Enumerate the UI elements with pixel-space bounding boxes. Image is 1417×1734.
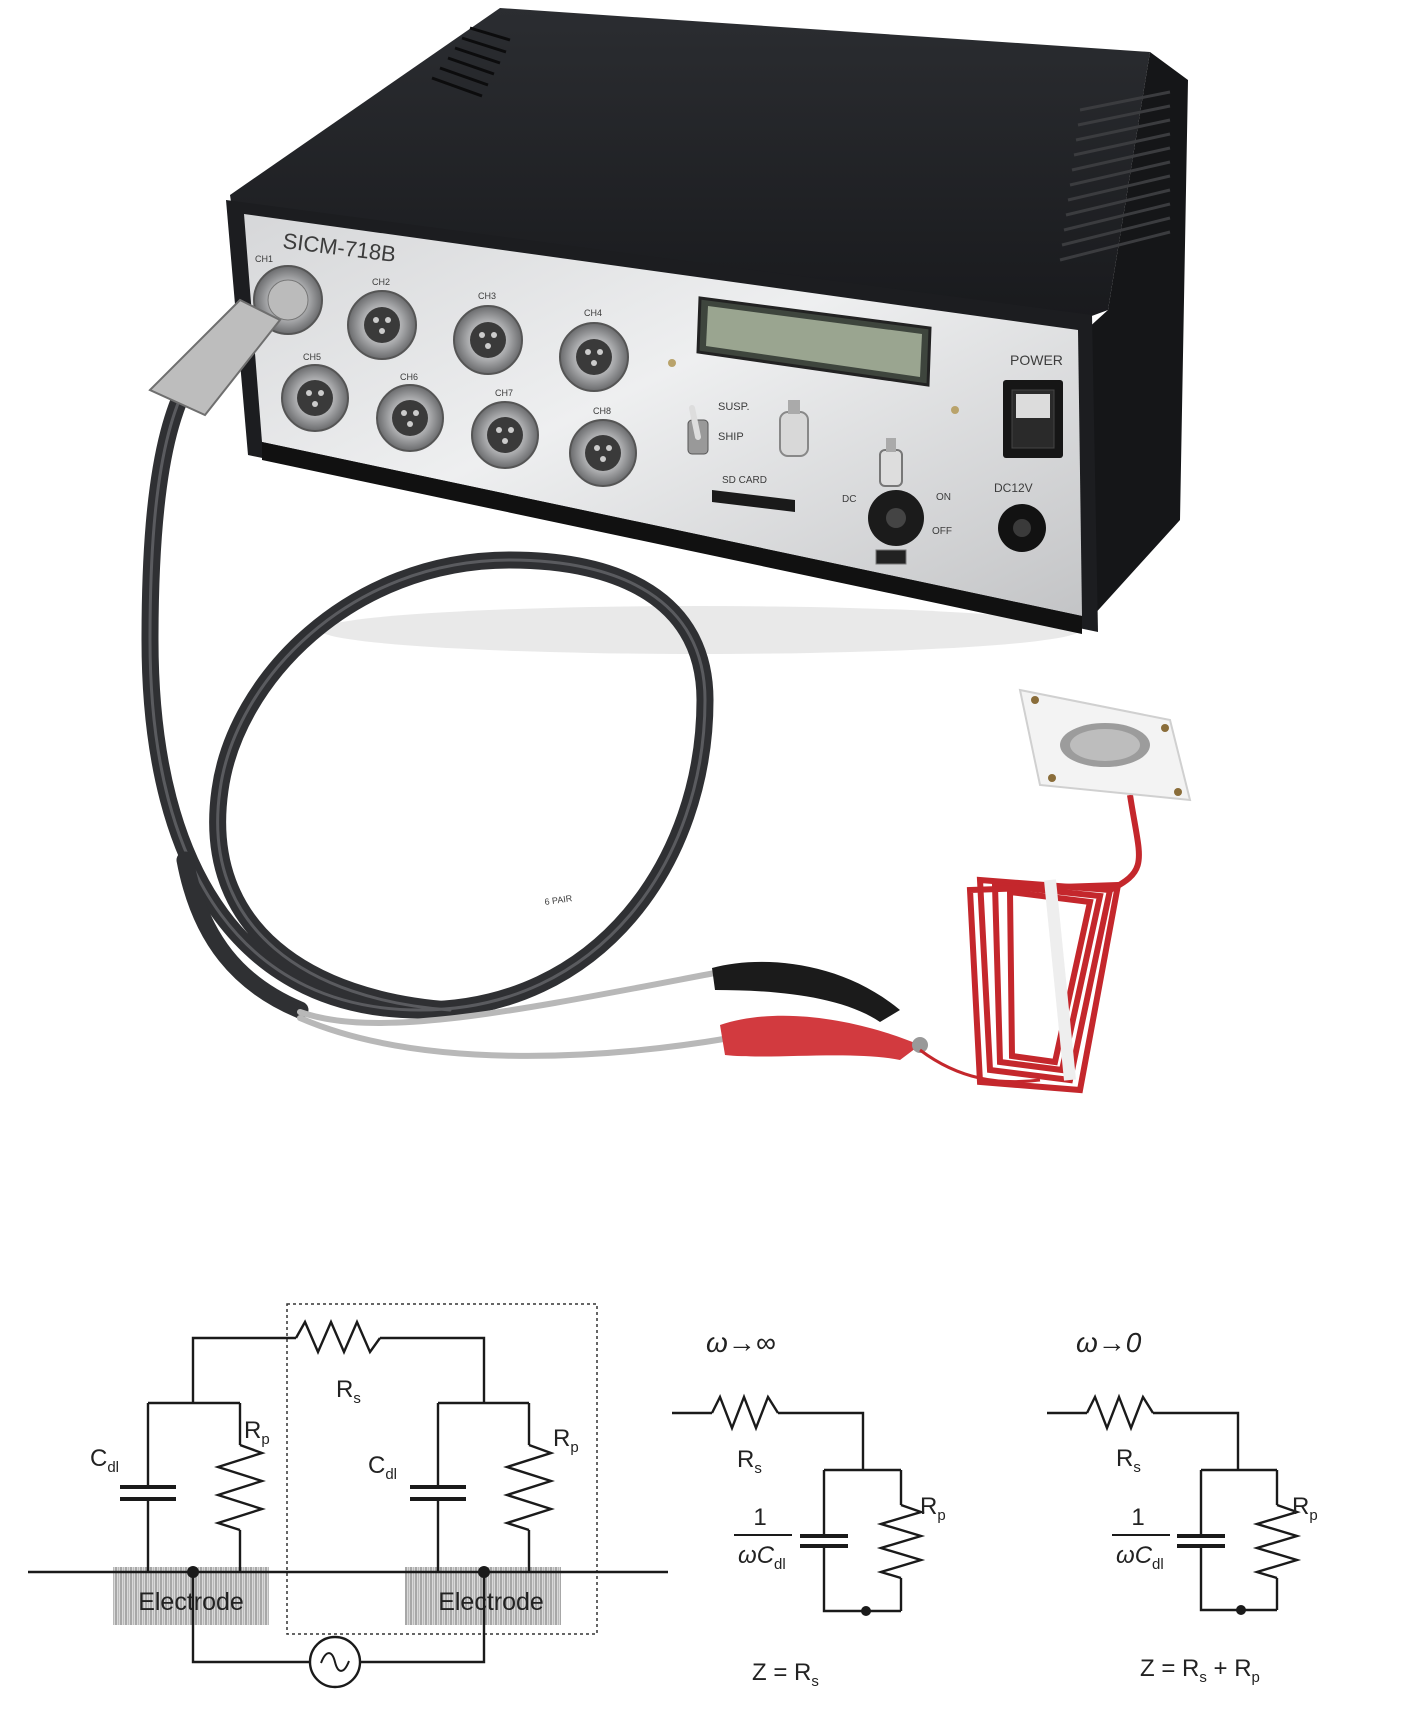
power-label: POWER	[1010, 352, 1063, 368]
junction-dot	[1236, 1605, 1246, 1615]
black-alligator-clip	[712, 961, 900, 1022]
impedance-equation: Z = Rs	[752, 1659, 819, 1690]
enclosure-side	[1075, 52, 1188, 628]
dc-label: DC	[842, 494, 856, 505]
connector-ch3	[453, 305, 523, 375]
resistor-rs	[1085, 1393, 1155, 1432]
circuit-high-frequency: ω→∞ Rs Rp 1 ωCdl Z = Rs	[672, 1327, 946, 1690]
sensor-chip	[1018, 688, 1192, 802]
rp-left-label: Rp	[244, 1417, 270, 1448]
cable-print: 6 PAIR	[544, 893, 573, 907]
power-rocker-switch	[1003, 380, 1063, 458]
sd-card-slot	[712, 490, 795, 512]
connector-ch2	[347, 290, 417, 360]
led-indicator	[668, 359, 676, 367]
vent-slots-right	[1059, 90, 1171, 262]
channel-label: CH8	[593, 406, 611, 416]
electrode-left-label: Electrode	[138, 1588, 244, 1616]
rp-right-label: Rp	[553, 1425, 579, 1456]
rs-label: Rs	[737, 1446, 762, 1477]
cdl-right-label: Cdl	[368, 1452, 397, 1483]
cdl-left-label: Cdl	[90, 1445, 119, 1476]
cable-connector-boot	[148, 298, 282, 417]
resistor-rp	[1252, 1503, 1302, 1580]
channel-label: CH4	[584, 308, 602, 318]
channel-label: CH3	[478, 291, 496, 301]
channel-label: CH2	[372, 277, 390, 287]
ac-source-wave	[320, 1652, 350, 1672]
rs-label: Rs	[336, 1376, 361, 1407]
junction-dot	[861, 1606, 871, 1616]
resistor-rs	[710, 1393, 780, 1432]
switch-label-susp: SUSP.	[718, 401, 750, 413]
channel-label: CH1	[255, 254, 273, 264]
resistor-rp-left	[214, 1443, 266, 1532]
mode-toggle-switch	[687, 405, 709, 455]
electrode-right-label: Electrode	[438, 1588, 544, 1616]
resistor-rp-right	[503, 1443, 555, 1532]
frac-denominator: ωCdl	[738, 1542, 786, 1573]
led-indicator	[951, 406, 959, 414]
dc12v-jack	[998, 504, 1046, 552]
off-label: OFF	[932, 526, 952, 537]
vent-slots-left	[431, 26, 511, 98]
red-alligator-clip	[720, 1015, 920, 1060]
connector-ch8	[569, 419, 637, 487]
frac-numerator: 1	[753, 1504, 766, 1531]
power-toggle-switch	[879, 438, 903, 487]
high-freq-title: ω→∞	[706, 1327, 776, 1358]
connector-ch5	[281, 364, 349, 432]
sd-card-label: SD CARD	[722, 475, 767, 486]
rs-label: Rs	[1116, 1445, 1141, 1476]
device-photo: SICM-718B	[141, 8, 1192, 1094]
frac-denominator: ωCdl	[1116, 1542, 1164, 1573]
on-label: ON	[936, 492, 951, 503]
rp-label: Rp	[1292, 1493, 1318, 1524]
channel-label: CH5	[303, 352, 321, 362]
low-freq-title: ω→0	[1076, 1327, 1142, 1358]
dc-round-jack	[868, 490, 924, 546]
red-wire-coil	[919, 794, 1142, 1094]
resistor-rs	[294, 1318, 381, 1356]
push-button	[779, 400, 809, 457]
dc12v-label: DC12V	[994, 481, 1033, 495]
usb-port	[875, 549, 907, 565]
dotted-cell-boundary	[286, 1303, 598, 1635]
connector-ch7	[471, 401, 539, 469]
channel-label: CH7	[495, 388, 513, 398]
switch-label-ship: SHIP	[718, 431, 744, 443]
connector-ch4	[559, 322, 629, 392]
sensor-cable	[141, 321, 733, 1059]
rp-label: Rp	[920, 1493, 946, 1524]
circuit-low-frequency: ω→0 Rs Rp 1 ωCdl Z = Rs + Rp	[1047, 1327, 1318, 1686]
equivalent-circuit-main: Electrode Electrode Rs Cdl Rp	[28, 1303, 668, 1689]
impedance-equation: Z = Rs + Rp	[1140, 1655, 1260, 1686]
connector-ch6	[376, 384, 444, 452]
resistor-rp	[876, 1503, 926, 1580]
frac-numerator: 1	[1131, 1504, 1144, 1531]
channel-label: CH6	[400, 372, 418, 382]
